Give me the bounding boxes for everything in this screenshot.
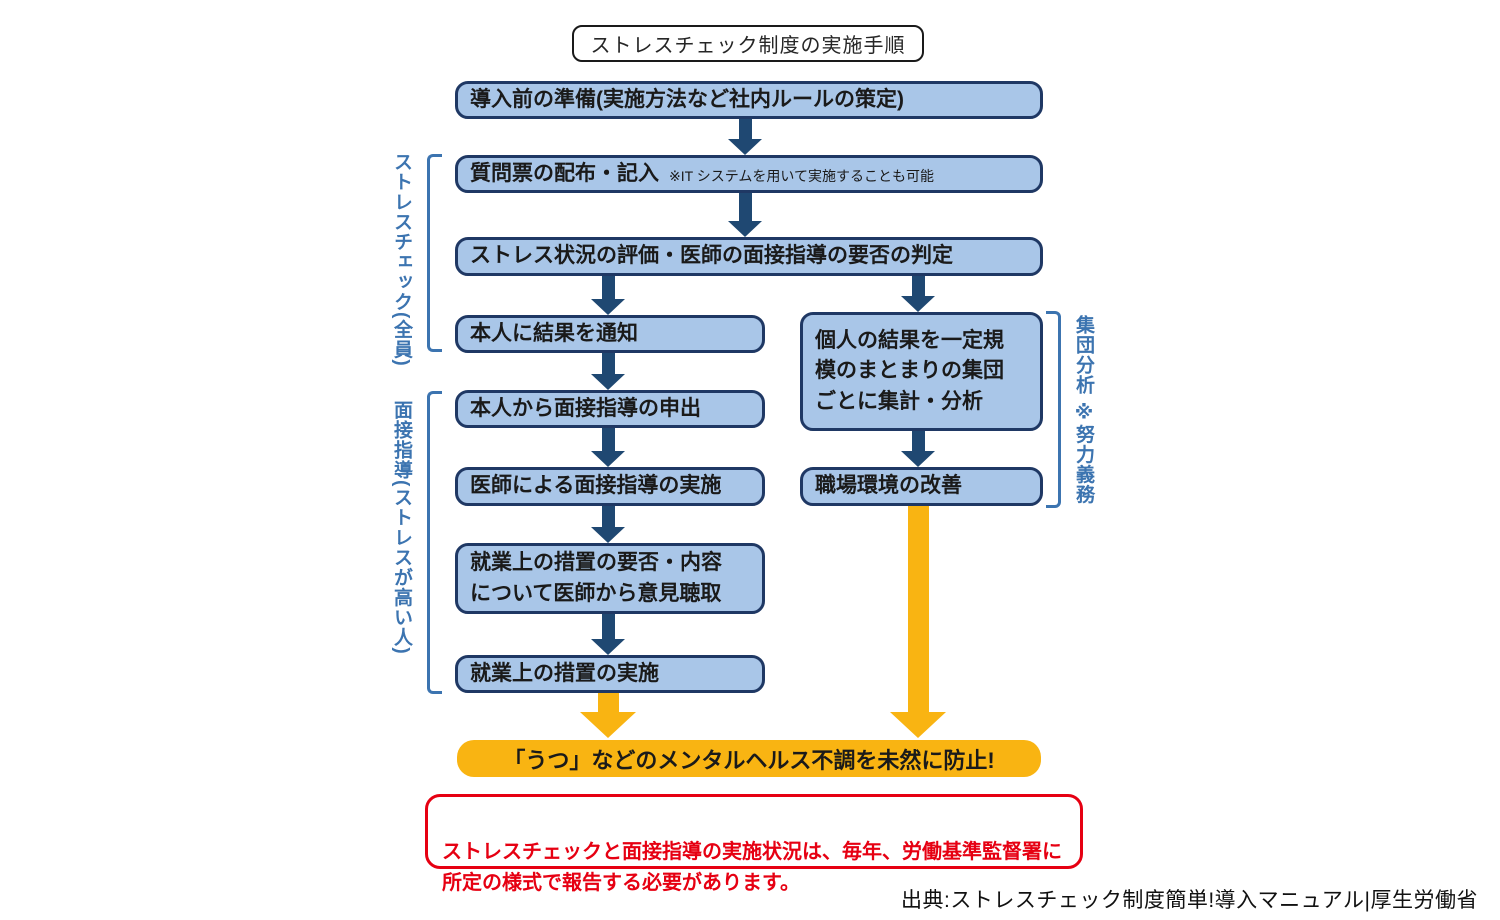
- arrow-head: [591, 451, 625, 467]
- report-notice-text: ストレスチェックと面接指導の実施状況は、毎年、労働基準監督署に 所定の様式で報告…: [442, 841, 1062, 894]
- step-questionnaire-label: 質問票の配布・記入: [470, 161, 659, 185]
- step-questionnaire: 質問票の配布・記入 ※IT システムを用いて実施することも可能: [455, 155, 1043, 193]
- arrow-down-icon: [591, 353, 625, 390]
- step-improve-workplace: 職場環境の改善: [800, 467, 1043, 506]
- yellow-arrow-down-icon: [580, 693, 636, 738]
- label-interview-guidance: 面接指導(ストレスが高い人): [391, 400, 412, 655]
- step-evaluation: ストレス状況の評価・医師の面接指導の要否の判定: [455, 237, 1043, 276]
- step-group-aggregate-label: 個人の結果を一定規 模のまとまりの集団 ごとに集計・分析: [815, 328, 1004, 413]
- diagram-title: ストレスチェック制度の実施手順: [572, 25, 924, 62]
- arrow-head: [591, 299, 625, 315]
- arrow-shaft: [738, 119, 752, 139]
- step-doctor-interview: 医師による面接指導の実施: [455, 467, 765, 506]
- label-stress-check: ストレスチェック(全員): [391, 152, 412, 367]
- step-doctor-interview-label: 医師による面接指導の実施: [470, 474, 722, 498]
- outcome-label: 「うつ」などのメンタルヘルス不調を未然に防止!: [503, 747, 995, 773]
- arrow-head: [901, 451, 935, 467]
- step-evaluation-label: ストレス状況の評価・医師の面接指導の要否の判定: [470, 244, 953, 268]
- bracket-interview-guidance: [427, 391, 442, 694]
- arrow-head: [591, 639, 625, 655]
- arrow-down-icon: [591, 276, 625, 315]
- arrow-shaft: [601, 614, 615, 639]
- arrow-shaft: [601, 276, 615, 299]
- step-preparation: 導入前の準備(実施方法など社内ルールの策定): [455, 81, 1043, 119]
- arrow-head: [890, 712, 946, 738]
- arrow-shaft: [911, 276, 925, 296]
- arrow-down-icon: [591, 614, 625, 655]
- arrow-shaft: [601, 428, 615, 451]
- outcome-banner: 「うつ」などのメンタルヘルス不調を未然に防止!: [457, 740, 1041, 777]
- arrow-head: [728, 139, 762, 155]
- step-questionnaire-note: ※IT システムを用いて実施することも可能: [669, 167, 934, 184]
- step-hear-opinion: 就業上の措置の要否・内容 について医師から意見聴取: [455, 543, 765, 614]
- step-hear-opinion-label: 就業上の措置の要否・内容 について医師から意見聴取: [470, 551, 722, 605]
- step-notify-result-label: 本人に結果を通知: [470, 321, 638, 345]
- arrow-head: [728, 221, 762, 237]
- bracket-stress-check: [427, 154, 442, 352]
- arrow-down-icon: [901, 431, 935, 467]
- step-preparation-label: 導入前の準備(実施方法など社内ルールの策定): [470, 87, 904, 111]
- arrow-shaft: [601, 353, 615, 374]
- step-implement-measures-label: 就業上の措置の実施: [470, 661, 659, 685]
- step-improve-workplace-label: 職場環境の改善: [815, 474, 962, 498]
- yellow-arrow-down-icon: [890, 506, 946, 738]
- step-implement-measures: 就業上の措置の実施: [455, 655, 765, 693]
- step-request-interview-label: 本人から面接指導の申出: [470, 396, 701, 420]
- arrow-shaft: [597, 693, 619, 712]
- arrow-head: [591, 374, 625, 390]
- arrow-down-icon: [901, 276, 935, 312]
- arrow-shaft: [907, 506, 929, 712]
- arrow-shaft: [601, 506, 615, 527]
- arrow-shaft: [738, 193, 752, 221]
- label-group-analysis: 集団分析 ※努力義務: [1073, 315, 1094, 505]
- arrow-head: [580, 712, 636, 738]
- arrow-down-icon: [591, 428, 625, 467]
- arrow-head: [901, 296, 935, 312]
- arrow-down-icon: [728, 193, 762, 237]
- arrow-down-icon: [591, 506, 625, 543]
- arrow-down-icon: [728, 119, 762, 155]
- step-group-aggregate: 個人の結果を一定規 模のまとまりの集団 ごとに集計・分析: [800, 312, 1043, 431]
- arrow-shaft: [911, 431, 925, 451]
- report-notice: ストレスチェックと面接指導の実施状況は、毎年、労働基準監督署に 所定の様式で報告…: [425, 794, 1083, 894]
- arrow-head: [591, 527, 625, 543]
- bracket-group-analysis: [1046, 311, 1061, 508]
- step-request-interview: 本人から面接指導の申出: [455, 390, 765, 428]
- source-caption: 出典:ストレスチェック制度簡単!導入マニュアル|厚生労働省: [901, 889, 1478, 912]
- step-notify-result: 本人に結果を通知: [455, 315, 765, 353]
